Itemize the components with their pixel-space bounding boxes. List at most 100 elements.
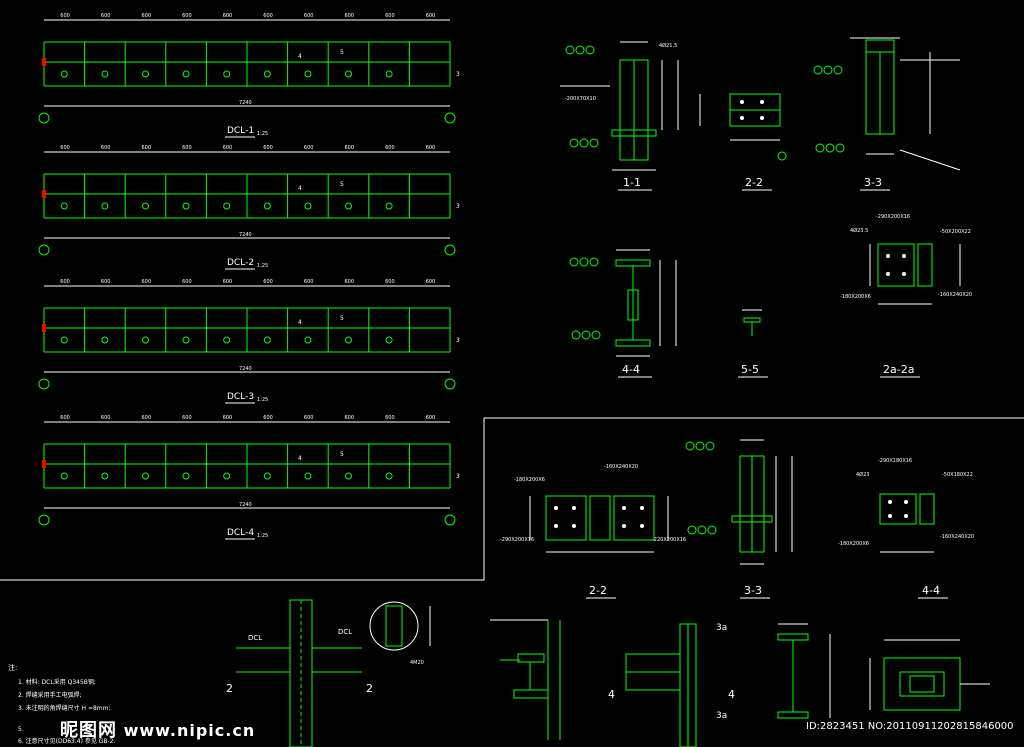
b-plate-180x200: -180X200X6: [514, 477, 545, 483]
beam-mark-bubble: [101, 472, 109, 480]
cut-mark-4-left: 4: [608, 688, 615, 701]
beam-mark-bubble: [263, 70, 271, 78]
dcl-label-left: DCL: [248, 634, 262, 642]
beam-mark-bubble: [182, 202, 190, 210]
beam-mark-4: 4: [298, 53, 302, 60]
beam-mark-bubble: [345, 70, 352, 78]
beam-mark-bubble: [304, 336, 312, 344]
section-label-5-5: 5-5: [741, 363, 759, 376]
notes-line-3: 3. 未注明的角焊缝尺寸 H =8mm;: [18, 704, 111, 712]
beam-mark-bubble: [223, 202, 231, 210]
cut-mark-2-right: 2: [366, 682, 373, 695]
beam-mark-bubble: [263, 202, 271, 210]
beam-seg-dim: 600: [426, 13, 436, 19]
beam-seg-dim: 600: [263, 145, 273, 151]
notes-title: 注:: [8, 663, 17, 672]
detail-3-3: 3-3: [685, 439, 793, 599]
beam-seg-dim: 600: [345, 279, 355, 285]
beam-seg-dim: 600: [182, 279, 192, 285]
beam-seg-dim: 600: [385, 279, 395, 285]
beam-seg-dim: 600: [426, 279, 436, 285]
support-right: [444, 514, 456, 526]
beam-seg-dim: 600: [223, 415, 233, 421]
beam-seg-dim: 600: [142, 415, 152, 421]
beam-seg-dim: 600: [182, 145, 192, 151]
weld-mark: [42, 324, 46, 332]
watermark-cn: 昵图网: [60, 720, 117, 741]
beam-seg-dim: 600: [385, 145, 395, 151]
beam-seg-dim: 600: [223, 13, 233, 19]
section-1-1: 4Ø21.5 -200X70X10 1-1: [560, 41, 679, 191]
beam-mark-3: 3: [456, 473, 460, 480]
beam-seg-dim: 600: [426, 415, 436, 421]
beam-mark-4: 4: [298, 319, 302, 326]
beam-mark-bubble: [60, 336, 68, 344]
detail-base-plate: [869, 639, 990, 711]
beam-seg-dim: 600: [223, 145, 233, 151]
detail-column-end: [777, 623, 831, 719]
beam-mark-bubble: [263, 472, 271, 480]
beam-seg-dim: 600: [142, 13, 152, 19]
beam-seg-dim: 600: [263, 415, 273, 421]
detail-label-3-3: 3-3: [744, 584, 762, 597]
beam-mark-bubble: [101, 202, 109, 210]
section-5-5: 5-5: [738, 309, 768, 378]
beam-seg-dim: 600: [60, 415, 70, 421]
beam-seg-dim: 600: [182, 415, 192, 421]
beam-seg-dim: 600: [60, 279, 70, 285]
section-label-3-3: 3-3: [864, 176, 882, 189]
support-right: [444, 112, 456, 124]
beam-seg-dim: 600: [304, 145, 314, 151]
beam-mark-5: 5: [340, 315, 344, 322]
beam-mark-bubble: [223, 472, 231, 480]
notes-line-6: 6. 注意尺寸见(DD63.4) 参见 GB-2.: [18, 737, 115, 745]
weld-mark: [42, 460, 46, 468]
beam-mark-bubble: [60, 472, 68, 480]
section-4-4-top: 4-4: [569, 249, 677, 378]
beam-mark-bubble: [60, 70, 68, 78]
section-2a-2a: -290X200X16 4Ø23.5 -50X200X22 -180X200X6…: [840, 214, 972, 378]
beam-mark-bubble: [142, 202, 149, 210]
beam-seg-dim: 600: [142, 279, 152, 285]
beam-scale: 1:25: [257, 533, 268, 539]
beam-seg-dim: 600: [101, 13, 111, 19]
beam-seg-dim: 600: [304, 279, 314, 285]
b-plate-50x180: -50X180X22: [942, 472, 973, 478]
beam-scale: 1:25: [257, 131, 268, 137]
plate-label-160x240: -160X240X20: [938, 292, 972, 298]
beam-title: DCL-1: [227, 126, 254, 136]
beam-mark-bubble: [182, 70, 190, 78]
beam-seg-dim: 600: [345, 13, 355, 19]
dcl-label-right: DCL: [338, 628, 352, 636]
beam-seg-dim: 600: [263, 279, 273, 285]
weld-mark: [42, 58, 46, 66]
beam-mark-bubble: [304, 472, 312, 480]
support-left: [38, 514, 50, 526]
beam-total-text: 7240: [239, 100, 252, 106]
beam-mark-4: 4: [298, 455, 302, 462]
b-plate-4x23: 4Ø23: [856, 471, 869, 478]
cut-mark-2-left: 2: [226, 682, 233, 695]
beam-seg-dim: 600: [60, 145, 70, 151]
beam-mark-bubble: [182, 472, 190, 480]
watermark-url: www.nipic.cn: [123, 721, 256, 740]
weld-mark: [42, 190, 46, 198]
beam-seg-dim: 600: [101, 279, 111, 285]
support-right: [444, 378, 456, 390]
support-left: [38, 244, 50, 256]
beam-mark-3: 3: [456, 71, 460, 78]
beam-mark-5: 5: [340, 49, 344, 56]
beam-seg-dim: 600: [142, 145, 152, 151]
plate-label-4x23-5: 4Ø23.5: [850, 227, 868, 234]
beam-mark-5: 5: [340, 451, 344, 458]
section-3-3: 3-3: [813, 37, 961, 191]
beam-mark-bubble: [385, 202, 393, 210]
beam-seg-dim: 600: [304, 415, 314, 421]
detail-2-2: -180X200X6 -160X240X20 -290X200X16 -220X…: [500, 464, 686, 599]
beam-mark-bubble: [385, 70, 393, 78]
cut-mark-4-right: 4: [728, 688, 735, 701]
beam-total-text: 7240: [239, 366, 252, 372]
beam-mark-bubble: [345, 202, 352, 210]
image-id: ID:2823451 NO:20110911202815846000: [806, 721, 1014, 732]
